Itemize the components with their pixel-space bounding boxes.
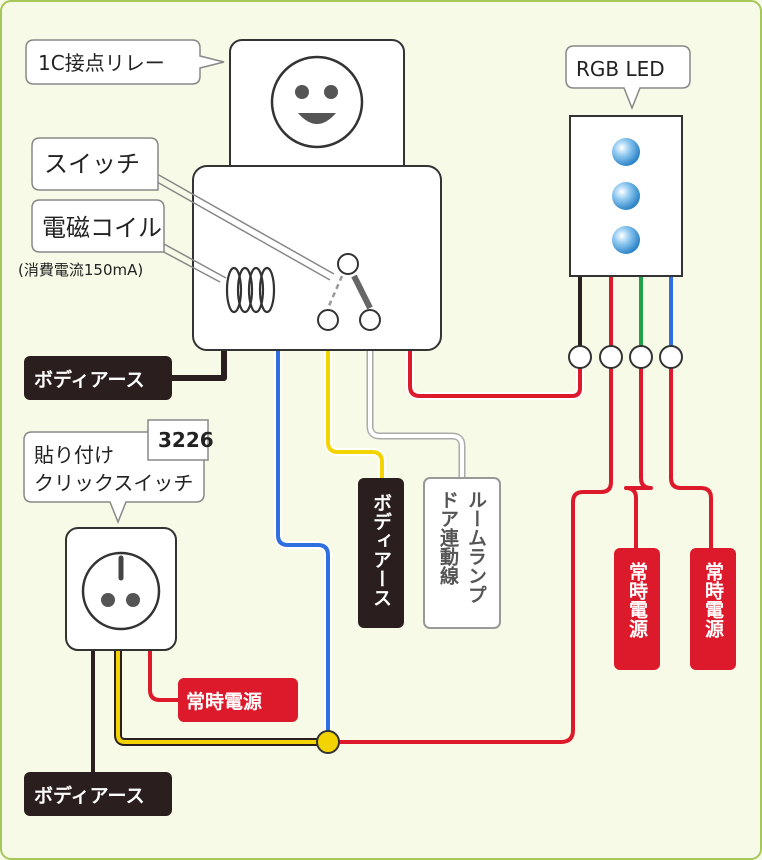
led-bulb-icon	[612, 138, 640, 166]
click-switch-label-2: クリックスイッチ	[34, 471, 193, 495]
wire-green-to-power	[624, 366, 653, 550]
click-switch	[65, 527, 177, 651]
rgb-led	[568, 115, 683, 369]
callout-pointers	[149, 169, 335, 283]
switch-callout: スイッチ	[31, 137, 159, 191]
switch-arm	[351, 274, 373, 310]
wire-click-red	[148, 648, 180, 702]
coil-label: 電磁コイル	[42, 214, 162, 242]
body-earth-label: ボディアース	[370, 493, 392, 607]
switch-label: スイッチ	[44, 150, 140, 178]
wire-led-red-to-junction	[336, 366, 613, 744]
coil-callout: 電磁コイル (消費電流150mA)	[18, 199, 165, 279]
coil-icon	[225, 266, 276, 314]
relay	[192, 39, 442, 351]
wire-contact-yellow	[326, 318, 384, 480]
wire-blue-to-power	[669, 366, 713, 550]
junction-dot	[316, 730, 340, 754]
wire-coil-blue	[276, 290, 330, 744]
always-power-label: 常時電源	[186, 690, 262, 713]
wire-contact-gray	[368, 318, 464, 480]
led-connector	[568, 345, 592, 369]
room-lamp-tag: ルームランプ ドア連動線	[423, 477, 501, 629]
coil-note: (消費電流150mA)	[18, 261, 143, 279]
led-connector	[629, 345, 653, 369]
click-switch-callout: 3226 貼り付け クリックスイッチ	[23, 419, 214, 525]
power-button-face-icon	[81, 551, 161, 631]
switch-common-contact	[337, 253, 359, 275]
switch-dashed-arm	[326, 275, 344, 309]
always-power-tag-1: 常時電源	[614, 548, 660, 670]
switch-nc-contact	[317, 309, 339, 331]
rgb-led-callout: RGB LED	[565, 45, 691, 111]
part-number: 3226	[158, 428, 214, 452]
relay-body-box	[192, 165, 442, 351]
smiley-face-icon	[270, 55, 364, 149]
led-bulb-icon	[612, 182, 640, 210]
click-switch-label-1: 貼り付け	[34, 443, 114, 467]
body-earth-label: ボディアース	[34, 368, 145, 391]
switch-no-contact	[359, 309, 381, 331]
led-connector	[659, 345, 683, 369]
always-power-tag-h: 常時電源	[178, 678, 298, 722]
relay-callout: 1C接点リレー	[25, 39, 225, 85]
body-earth-tag-1: ボディアース	[24, 356, 172, 400]
room-lamp-label-1: ルームランプ	[465, 490, 487, 604]
relay-label: 1C接点リレー	[38, 51, 165, 75]
always-power-tag-2: 常時電源	[690, 548, 736, 670]
rgb-led-label: RGB LED	[576, 57, 665, 81]
led-bulb-icon	[612, 226, 640, 254]
part-number-badge	[147, 419, 209, 461]
led-connector	[599, 345, 623, 369]
room-lamp-label-2: ドア連動線	[437, 490, 459, 586]
wire-click-yellow	[116, 648, 320, 744]
body-earth-tag-vertical: ボディアース	[358, 478, 404, 628]
body-earth-tag-2: ボディアース	[24, 772, 172, 816]
always-power-label: 常時電源	[626, 561, 648, 639]
always-power-label: 常時電源	[702, 561, 724, 639]
body-earth-label: ボディアース	[34, 784, 145, 807]
